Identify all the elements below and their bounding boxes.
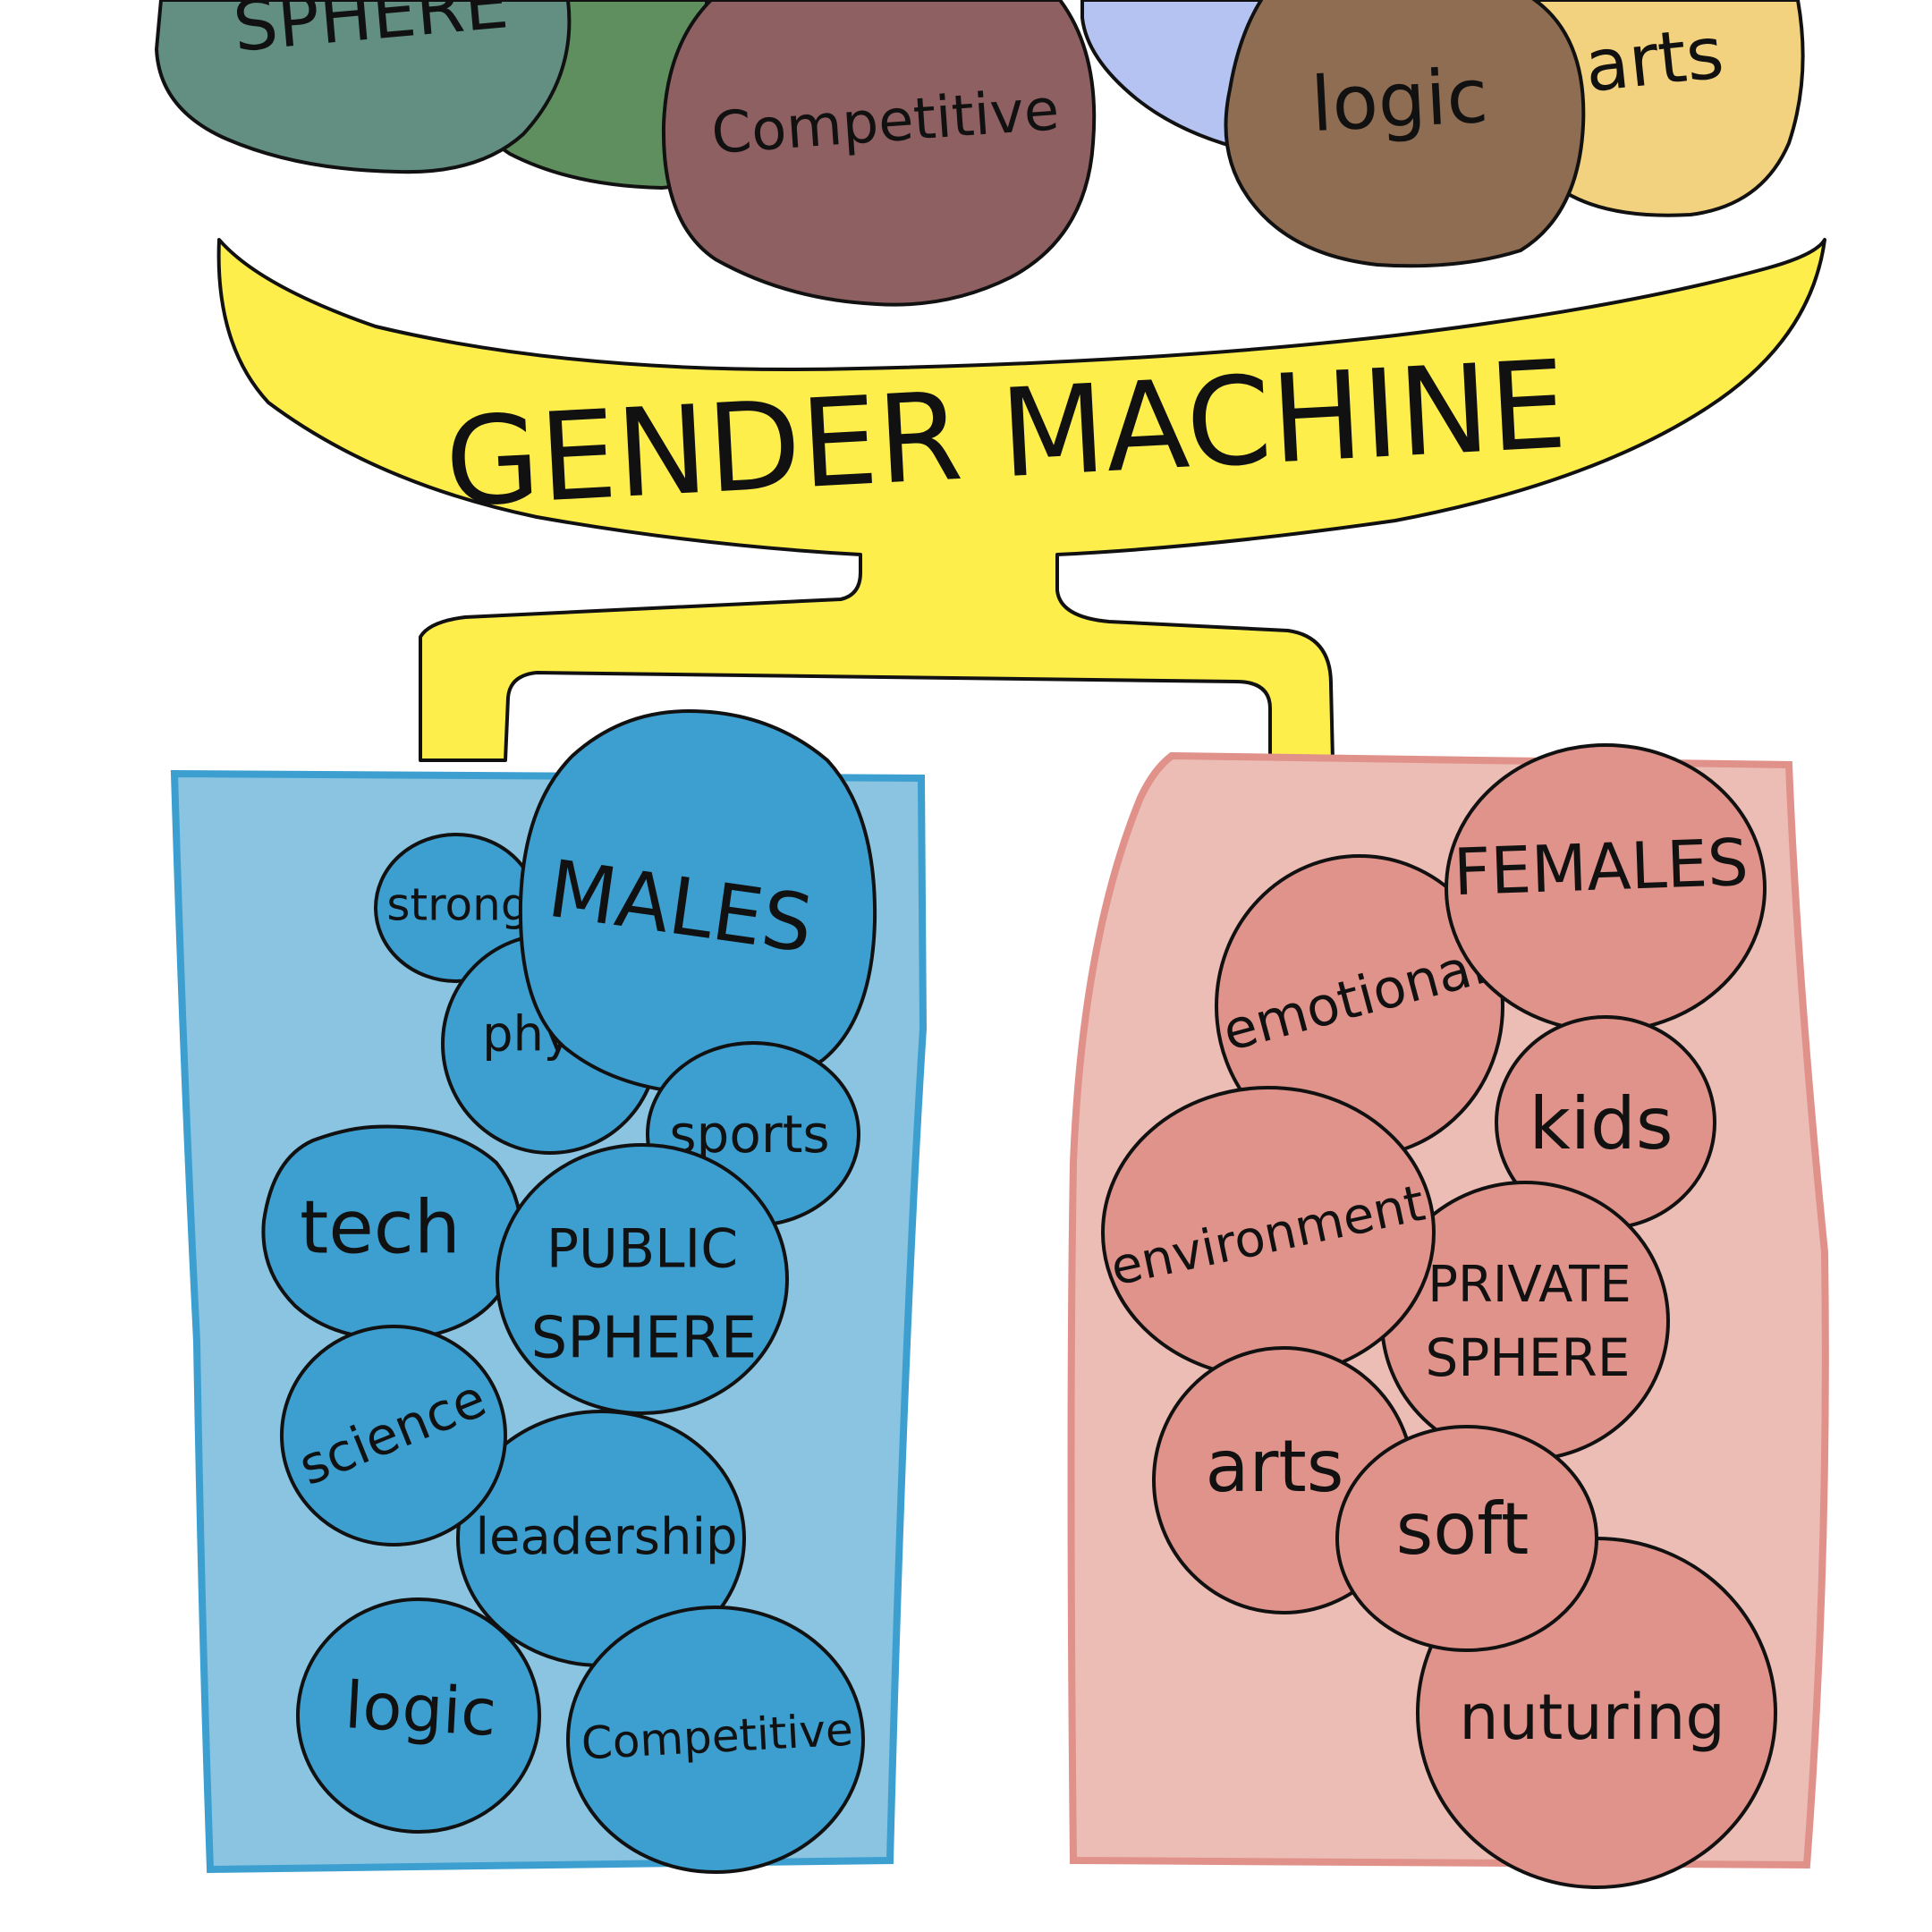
males-public-bubble xyxy=(496,1143,789,1415)
machine-body xyxy=(216,238,1826,762)
males-strong-label: strong xyxy=(386,879,529,931)
males-leadership-label: leadership xyxy=(475,1508,737,1566)
males-competitive-bubble xyxy=(566,1606,865,1874)
hopper-arts-label: arts xyxy=(1581,11,1728,108)
females-nuturing-label: nuturing xyxy=(1459,1681,1725,1754)
females-bin: emotional FEMALES kids PRIVATE SPHERE en… xyxy=(1067,743,1829,1889)
hopper-sphere-bubble xyxy=(155,0,572,174)
females-private-label-1: PRIVATE xyxy=(1428,1256,1631,1314)
females-private-label-2: SPHERE xyxy=(1426,1327,1631,1388)
hopper-competitive-bubble xyxy=(661,0,1097,307)
females-kids-label: kids xyxy=(1529,1082,1673,1165)
males-public-label-2: SPHERE xyxy=(531,1306,758,1372)
hopper-logic-label: logic xyxy=(1309,52,1489,148)
males-logic-label: logic xyxy=(343,1667,499,1750)
males-tech-label: tech xyxy=(300,1185,461,1270)
females-arts-label: arts xyxy=(1206,1425,1344,1508)
hopper-logic-bubble xyxy=(1224,0,1586,268)
hopper: SPHERE arts logic Competitive xyxy=(155,0,1805,307)
females-title: FEMALES xyxy=(1453,825,1750,910)
males-science-bubble xyxy=(280,1325,507,1546)
males-logic-bubble xyxy=(296,1597,541,1834)
gender-machine: GENDER MACHINE xyxy=(216,238,1826,762)
males-bin: strong physical MALES sports tech PUBLIC… xyxy=(170,709,928,1874)
females-soft-bubble xyxy=(1335,1425,1598,1652)
females-soft-label: soft xyxy=(1396,1487,1530,1571)
males-public-label-1: PUBLIC xyxy=(547,1218,738,1281)
